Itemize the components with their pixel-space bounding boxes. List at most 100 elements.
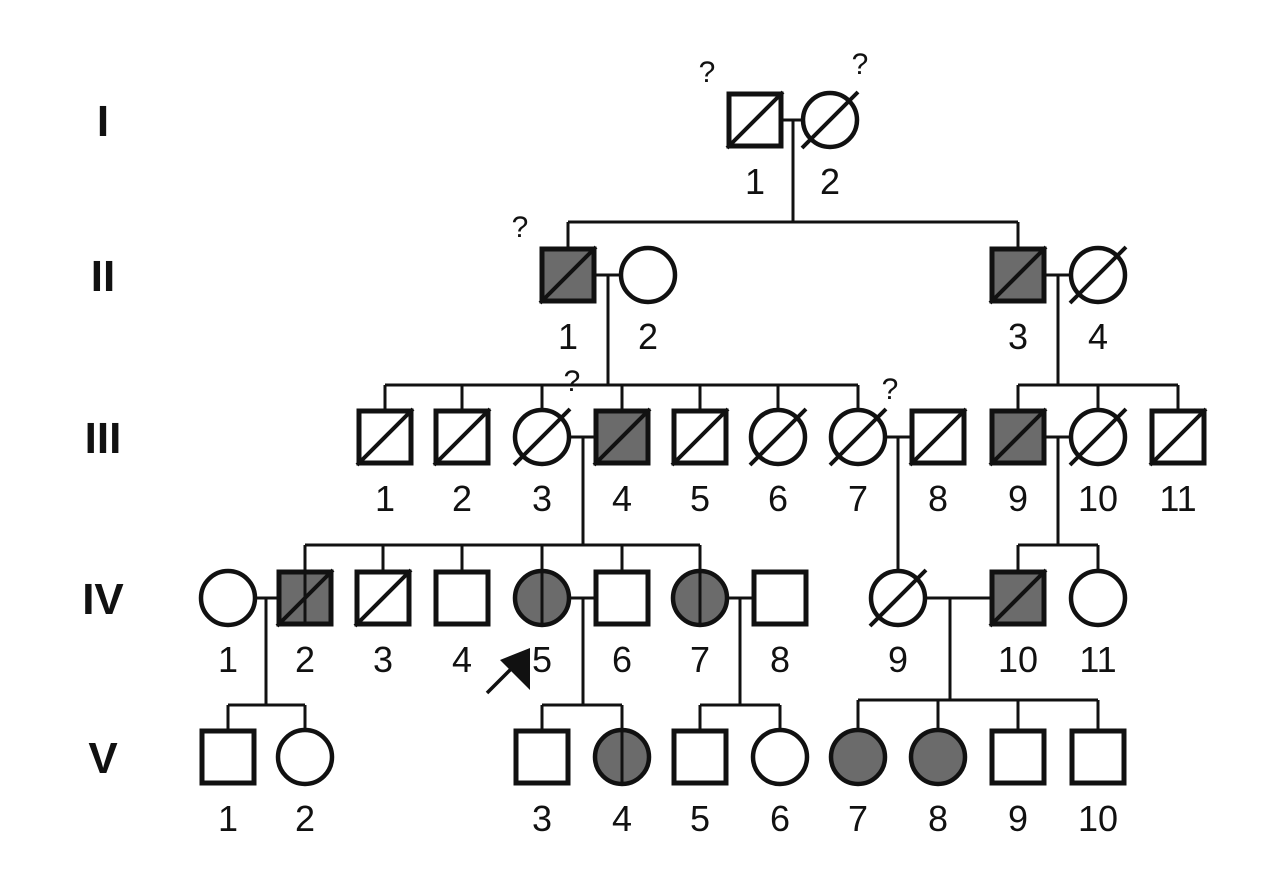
individual-V-3: 3 bbox=[513, 728, 571, 839]
individual-number: 3 bbox=[1008, 316, 1028, 357]
individual-III-5: 5 bbox=[670, 407, 730, 519]
deceased-slash bbox=[868, 568, 928, 628]
female-symbol bbox=[198, 568, 258, 628]
individual-IV-10: 10 bbox=[988, 568, 1048, 680]
uncertain-marker: ? bbox=[512, 211, 529, 244]
female-symbol bbox=[1068, 568, 1128, 628]
individual-number: 5 bbox=[690, 478, 710, 519]
male-symbol bbox=[751, 569, 809, 627]
male-symbol bbox=[433, 569, 491, 627]
male-symbol bbox=[513, 728, 571, 786]
individual-number: 6 bbox=[768, 478, 788, 519]
individual-IV-1: 1 bbox=[198, 568, 258, 680]
individual-number: 8 bbox=[770, 639, 790, 680]
individual-number: 3 bbox=[532, 478, 552, 519]
individual-number: 1 bbox=[745, 161, 765, 202]
individual-number: 4 bbox=[1088, 316, 1108, 357]
individual-IV-4: 4 bbox=[433, 569, 491, 680]
individual-III-6: 6 bbox=[748, 407, 808, 519]
individual-number: 5 bbox=[532, 639, 552, 680]
individual-V-7: 7 bbox=[828, 727, 888, 839]
female-symbol bbox=[908, 727, 968, 787]
deceased-slash bbox=[1148, 407, 1208, 467]
individual-II-2: 2 bbox=[618, 245, 678, 357]
individual-III-2: 2 bbox=[432, 407, 492, 519]
individual-number: 7 bbox=[690, 639, 710, 680]
deceased-slash bbox=[988, 245, 1048, 305]
deceased-slash bbox=[592, 407, 652, 467]
deceased-slash bbox=[512, 407, 572, 467]
male-symbol bbox=[989, 728, 1047, 786]
deceased-slash bbox=[1068, 245, 1128, 305]
individual-V-4: 4 bbox=[592, 727, 652, 839]
uncertain-marker: ? bbox=[564, 365, 581, 398]
individual-III-1: 1 bbox=[355, 407, 415, 519]
individual-V-2: 2 bbox=[275, 727, 335, 839]
individual-III-7: 7 bbox=[828, 407, 888, 519]
deceased-slash bbox=[988, 407, 1048, 467]
generation-label: I bbox=[97, 97, 109, 146]
individual-number: 1 bbox=[218, 798, 238, 839]
individual-number: 10 bbox=[998, 639, 1038, 680]
individual-number: 2 bbox=[295, 639, 315, 680]
individual-IV-7: 7 bbox=[670, 568, 730, 680]
individual-III-4: 4 bbox=[592, 407, 652, 519]
male-symbol bbox=[199, 728, 257, 786]
individual-V-6: 6 bbox=[750, 727, 810, 839]
generation-label: V bbox=[88, 734, 118, 783]
deceased-slash bbox=[275, 568, 335, 628]
female-symbol bbox=[750, 727, 810, 787]
individual-V-1: 1 bbox=[199, 728, 257, 839]
male-symbol bbox=[671, 728, 729, 786]
female-symbol bbox=[275, 727, 335, 787]
female-symbol bbox=[828, 727, 888, 787]
individual-number: 7 bbox=[848, 478, 868, 519]
uncertain-marker: ? bbox=[852, 48, 869, 81]
male-symbol bbox=[593, 569, 651, 627]
individual-IV-2: 2 bbox=[275, 568, 335, 680]
generation-label: II bbox=[91, 252, 115, 301]
deceased-slash bbox=[432, 407, 492, 467]
individual-I-2: 2? bbox=[800, 48, 869, 202]
relationship-lines bbox=[226, 118, 1180, 731]
individual-number: 9 bbox=[888, 639, 908, 680]
individual-IV-6: 6 bbox=[593, 569, 651, 680]
individual-III-3: 3? bbox=[512, 365, 581, 519]
individual-II-3: 3 bbox=[988, 245, 1048, 357]
proband-arrow-icon bbox=[485, 648, 530, 695]
individual-V-5: 5 bbox=[671, 728, 729, 839]
individual-V-10: 10 bbox=[1069, 728, 1127, 839]
individual-number: 2 bbox=[638, 316, 658, 357]
individual-IV-8: 8 bbox=[751, 569, 809, 680]
individual-number: 10 bbox=[1078, 798, 1118, 839]
individual-number: 4 bbox=[612, 798, 632, 839]
deceased-slash bbox=[908, 407, 968, 467]
deceased-slash bbox=[748, 407, 808, 467]
individual-number: 11 bbox=[1079, 639, 1116, 680]
individual-number: 4 bbox=[452, 639, 472, 680]
individual-number: 4 bbox=[612, 478, 632, 519]
deceased-slash bbox=[353, 568, 413, 628]
individual-number: 2 bbox=[820, 161, 840, 202]
individual-V-9: 9 bbox=[989, 728, 1047, 839]
individual-I-1: 1? bbox=[699, 56, 785, 202]
individual-number: 11 bbox=[1159, 478, 1196, 519]
deceased-slash bbox=[828, 407, 888, 467]
deceased-slash bbox=[1068, 407, 1128, 467]
individual-IV-5: 5 bbox=[485, 568, 572, 695]
individual-number: 3 bbox=[373, 639, 393, 680]
individual-number: 2 bbox=[295, 798, 315, 839]
deceased-slash bbox=[355, 407, 415, 467]
generation-label: III bbox=[85, 414, 122, 463]
individual-V-8: 8 bbox=[908, 727, 968, 839]
male-symbol bbox=[1069, 728, 1127, 786]
individual-IV-3: 3 bbox=[353, 568, 413, 680]
individual-II-1: 1? bbox=[512, 211, 598, 357]
deceased-slash bbox=[670, 407, 730, 467]
individual-III-8: 8? bbox=[882, 373, 968, 519]
individual-II-4: 4 bbox=[1068, 245, 1128, 357]
individual-III-10: 10 bbox=[1068, 407, 1128, 519]
individual-number: 1 bbox=[218, 639, 238, 680]
deceased-slash bbox=[988, 568, 1048, 628]
individual-number: 6 bbox=[770, 798, 790, 839]
